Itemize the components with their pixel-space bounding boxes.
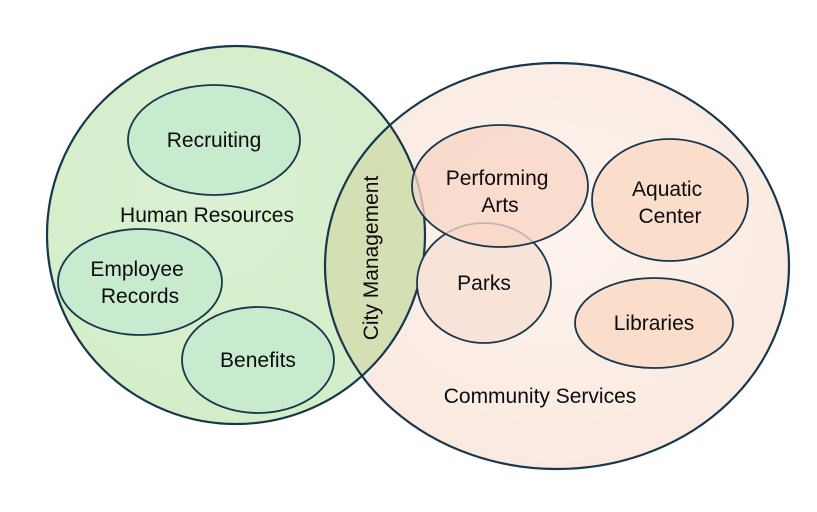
recruiting-ellipse <box>127 84 301 196</box>
performing-arts-line1: Performing <box>446 167 549 190</box>
community-services-set-outline <box>323 61 791 471</box>
parks-label: Parks <box>457 272 511 295</box>
aquatic-center-line1: Aquatic <box>632 178 702 201</box>
benefits-ellipse <box>181 306 335 414</box>
performing-arts-label: Performing Arts <box>446 167 555 217</box>
employee-records-line2: Records <box>101 285 179 308</box>
aquatic-center-label: Aquatic Center <box>632 178 708 228</box>
benefits-label: Benefits <box>220 349 296 372</box>
employee-records-line1: Employee <box>90 258 183 281</box>
aquatic-center-line2: Center <box>638 205 701 228</box>
employee-records-ellipse <box>57 228 223 336</box>
aquatic-center-ellipse <box>591 138 749 262</box>
recruiting-label: Recruiting <box>167 129 262 152</box>
city-management-label: City Management <box>360 176 383 341</box>
community-services-label: Community Services <box>444 385 637 408</box>
employee-records-label: Employee Records <box>90 258 189 308</box>
human-resources-label: Human Resources <box>120 204 294 227</box>
performing-arts-ellipse <box>411 124 589 248</box>
human-resources-set-outline <box>45 44 427 426</box>
performing-arts-line2: Arts <box>481 194 518 217</box>
libraries-label: Libraries <box>614 312 695 335</box>
libraries-ellipse <box>574 277 734 369</box>
